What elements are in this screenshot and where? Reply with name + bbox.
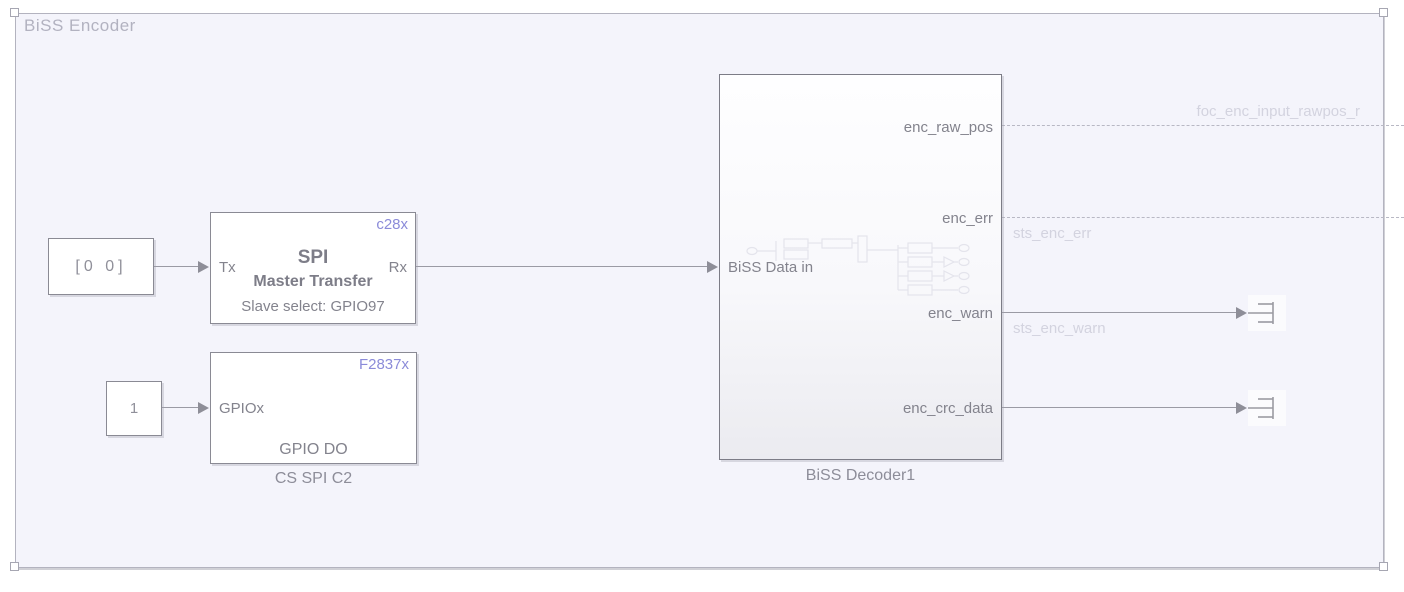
wire-enc-err-dashed[interactable] [1002,217,1404,218]
arrowhead-icon [1236,307,1247,319]
block-caption-cs-spi-c2[interactable]: CS SPI C2 [274,470,353,487]
block-detail: Slave select: GPIO97 [241,298,385,315]
selection-handle-top-right[interactable] [1379,8,1388,17]
port-label-enc-raw-pos: enc_raw_pos [903,119,993,136]
arrowhead-icon [198,261,209,273]
wire-enc-crc-out[interactable] [1002,407,1237,408]
bus-glyph-icon [1248,302,1274,324]
biss-decoder-block[interactable]: BiSS Data in enc_raw_pos enc_err enc_war… [719,74,1002,460]
wire-constone-to-gpiox[interactable] [162,407,199,408]
chip-tag: F2837x [358,356,409,373]
bus-glyph-icon [1248,397,1274,419]
constant-block-vector[interactable]: [0 0] [48,238,154,295]
wire-enc-raw-pos-dashed[interactable] [1002,125,1404,126]
block-name: SPI [297,247,329,268]
wire-rx-to-decoder[interactable] [416,266,708,267]
out-bus-element-icon[interactable] [1248,295,1286,331]
out-bus-element-icon[interactable] [1248,390,1286,426]
constant-block-one[interactable]: 1 [106,381,162,436]
selection-handle-bottom-left[interactable] [10,562,19,571]
port-label-biss-data-in: BiSS Data in [728,259,814,276]
wire-constvec-to-tx[interactable] [154,266,199,267]
port-label-enc-crc-data: enc_crc_data [902,400,993,417]
port-label-enc-warn: enc_warn [927,305,993,322]
block-subname: Master Transfer [253,273,373,290]
selection-handle-bottom-right[interactable] [1379,562,1388,571]
constant-value: [0 0] [75,258,127,275]
wire-enc-warn-out[interactable] [1002,312,1237,313]
block-name: GPIO DO [279,441,348,458]
port-label-gpiox: GPIOx [219,400,265,417]
selection-handle-top-left[interactable] [10,8,19,17]
port-label-enc-err: enc_err [942,210,993,227]
block-caption-biss-decoder1[interactable]: BiSS Decoder1 [805,467,916,484]
chip-tag: c28x [376,216,408,233]
decoder-preview-icon [746,235,970,296]
signal-label-warn: sts_enc_warn [1013,320,1106,337]
arrowhead-icon [1236,402,1247,414]
port-label-rx: Rx [388,259,407,276]
gpio-do-block[interactable]: F2837x GPIOx GPIO DO [210,352,417,464]
spi-master-transfer-block[interactable]: c28x Tx Rx SPI Master Transfer Slave sel… [210,212,416,324]
signal-label-rawpos: foc_enc_input_rawpos_r [1196,103,1360,120]
arrowhead-icon [707,261,718,273]
constant-value: 1 [129,400,139,417]
arrowhead-icon [198,402,209,414]
signal-label-err: sts_enc_err [1013,225,1092,242]
port-label-tx: Tx [219,259,236,276]
subsystem-title[interactable]: BiSS Encoder [24,16,136,35]
